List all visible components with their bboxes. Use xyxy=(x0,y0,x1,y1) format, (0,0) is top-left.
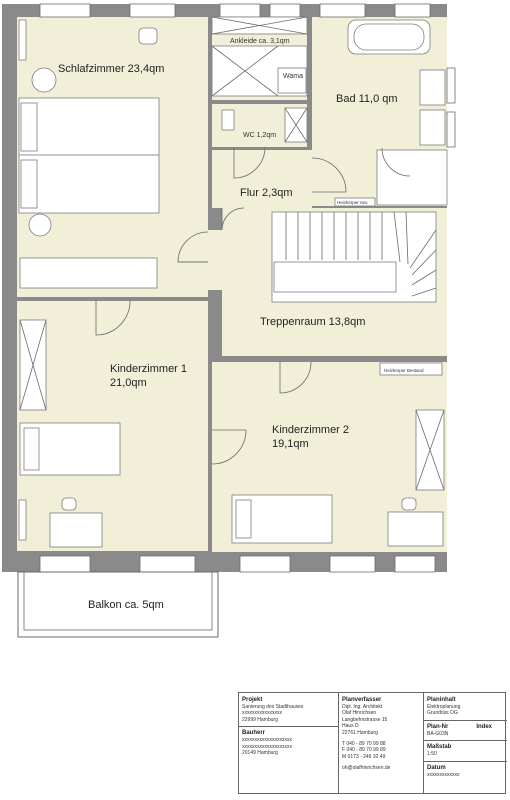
label-schlafzimmer: Schlafzimmer 23,4qm xyxy=(58,63,164,75)
planinhalt-label: Planinhalt xyxy=(427,697,456,703)
room-flur xyxy=(212,150,312,208)
contact-line: F 040 - 89 70 99 89 xyxy=(342,747,386,754)
radiator-schlafzimmer xyxy=(18,19,27,61)
massstab-value: 1:50 xyxy=(427,751,437,758)
note-heizkoerper-neu: Heizkörper neu xyxy=(337,200,368,205)
passage-fill xyxy=(208,230,222,290)
planverfasser-line: Olaf Hinrichsen xyxy=(342,710,377,717)
desk-kz1 xyxy=(49,512,103,548)
round-table-icon-2 xyxy=(28,213,52,237)
label-treppenraum: Treppenraum 13,8qm xyxy=(260,316,365,328)
contact-line: T 040 - 89 70 99 88 xyxy=(342,741,386,748)
projekt-line: Sanierung des Stadthauses xyxy=(242,704,304,710)
plannr-label: Plan-Nr xyxy=(427,723,449,730)
planverfasser-line: 22761 Hamburg xyxy=(342,729,378,736)
sink-icon xyxy=(419,69,446,106)
projekt-label: Projekt xyxy=(242,697,263,703)
chair-icon-kz1 xyxy=(61,497,77,511)
planverfasser-label: Planverfasser xyxy=(342,697,382,703)
wama-box xyxy=(277,67,307,94)
radiator-kz2 xyxy=(379,362,443,376)
bauherr-line: xxxxxxxxxxxxxxxxxxxx xyxy=(242,737,292,744)
planverfasser-line: Langbehnstrasse 15 xyxy=(342,716,388,723)
label-kinderzimmer-2: Kinderzimmer 2 xyxy=(272,424,349,436)
doors xyxy=(95,146,411,465)
label-wc: WC 1,2qm xyxy=(243,132,276,139)
planinhalt-line: Grundriss OG xyxy=(427,710,458,717)
chair-icon xyxy=(138,27,158,45)
bauherr-line: xxxxxxxxxxxxxxxxxxxx xyxy=(242,743,292,750)
label-bad: Bad 11,0 qm xyxy=(336,93,398,105)
datum-value: xxxxxxxxxxxxx xyxy=(427,771,460,778)
label-kinderzimmer-2-area: 19,1qm xyxy=(272,438,309,450)
bauherr-label: Bauherr xyxy=(242,730,266,737)
desk-kz2 xyxy=(387,511,444,547)
note-heizkoerper-bestand: Heizkörper Bestand xyxy=(384,368,424,373)
balcony xyxy=(17,571,219,638)
bauherr-line: 20149 Hamburg xyxy=(242,750,278,757)
planinhalt-line: Elektroplanung xyxy=(427,704,461,710)
staircase xyxy=(271,211,437,303)
datum-label: Datum xyxy=(427,764,446,771)
sink-icon-2 xyxy=(419,109,446,146)
windows xyxy=(39,3,456,573)
wardrobe-schlafzimmer xyxy=(19,257,158,289)
email-link[interactable]: oh@olafhinrichsen.de xyxy=(342,765,391,772)
index-label: Index xyxy=(476,723,492,730)
floor-plan: Schlafzimmer 23,4qm Ankleide ca. 3,1qm W… xyxy=(2,3,456,638)
shower-icon xyxy=(376,149,448,206)
chair-icon-kz2 xyxy=(401,497,417,511)
plannr-value: BA-G03N xyxy=(427,730,449,737)
label-kinderzimmer-1: Kinderzimmer 1 xyxy=(110,363,187,375)
label-wama: Wama xyxy=(283,73,303,80)
titleblock-content-col: Planinhalt Elektroplanung Grundriss OG P… xyxy=(424,693,507,793)
projekt-line: xxxxxxxxxxxxxxxx xyxy=(242,710,282,717)
label-balkon: Balkon ca. 5qm xyxy=(88,599,164,611)
titleblock-author-col: Planverfasser Dipl. Ing. Architekt Olaf … xyxy=(339,693,424,793)
titleblock-project-col: Projekt Sanierung des Stadthauses xxxxxx… xyxy=(239,693,339,793)
projekt-line: 22999 Hamburg xyxy=(242,716,278,723)
planverfasser-line: Haus D xyxy=(342,723,359,730)
massstab-label: Maßstab xyxy=(427,744,452,751)
label-ankleide: Ankleide ca. 3,1qm xyxy=(230,38,290,45)
double-bed xyxy=(18,97,160,214)
contact-line: M 0173 - 246 32 49 xyxy=(342,753,386,760)
label-flur: Flur 2,3qm xyxy=(240,187,293,199)
planverfasser-line: Dipl. Ing. Architekt xyxy=(342,704,383,710)
title-block: Projekt Sanierung des Stadthauses xxxxxx… xyxy=(238,692,507,794)
toilet-icon xyxy=(221,109,235,131)
label-kinderzimmer-1-area: 21,0qm xyxy=(110,377,147,389)
round-table-icon xyxy=(31,67,57,93)
